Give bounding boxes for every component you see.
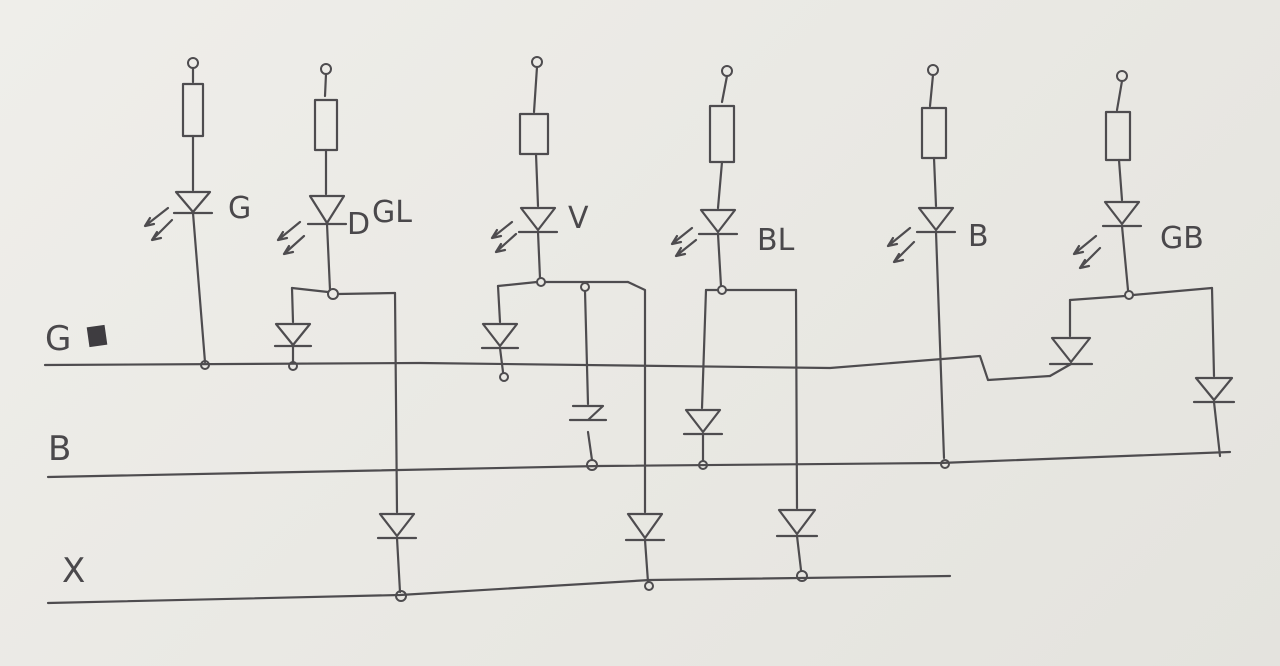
diode-to-b <box>568 404 608 422</box>
led-symbol <box>697 208 739 236</box>
scribble-mark <box>86 324 108 348</box>
supply-terminal <box>1116 70 1128 82</box>
resistor <box>181 82 205 138</box>
diode-to-g <box>273 322 313 348</box>
channel-g <box>143 57 214 370</box>
junction <box>717 285 727 295</box>
resistor <box>1104 110 1132 162</box>
led-label-v: V <box>568 201 589 236</box>
supply-terminal <box>927 64 939 76</box>
rail-x <box>46 574 952 605</box>
led-label-bl: BL <box>757 223 795 258</box>
led-symbol <box>915 206 957 234</box>
junction <box>1124 290 1134 300</box>
diode-to-g <box>480 322 520 350</box>
led-label-g: G <box>228 191 251 226</box>
rail-g <box>43 354 1052 382</box>
rail-b <box>46 450 1232 479</box>
rail-label-g: G <box>45 319 71 359</box>
supply-terminal <box>320 63 332 75</box>
junction <box>536 277 546 287</box>
diode-to-b <box>1192 376 1236 404</box>
junction <box>200 360 210 370</box>
led-label-gl: GL <box>372 195 412 230</box>
diode-to-x <box>624 512 666 542</box>
channel-bl <box>670 65 819 582</box>
led-label-gb: GB <box>1160 221 1204 256</box>
diode-to-b <box>682 408 724 436</box>
led-label-gl-prefix: D <box>347 207 370 242</box>
emission-arrows <box>670 226 698 258</box>
emission-arrows <box>276 220 306 256</box>
junction <box>940 459 950 469</box>
diode-to-g <box>1048 336 1094 366</box>
channel-b <box>886 64 957 469</box>
rail-label-b: B <box>48 429 71 469</box>
resistor <box>708 104 736 164</box>
channel-gl <box>273 63 418 602</box>
channel-v <box>480 56 666 591</box>
resistor <box>518 112 550 156</box>
supply-terminal <box>187 57 199 69</box>
emission-arrows <box>143 206 174 242</box>
emission-arrows <box>490 220 518 254</box>
channel-gb <box>1048 70 1236 458</box>
led-symbol <box>306 194 348 226</box>
emission-arrows <box>886 226 916 264</box>
resistor <box>920 106 948 160</box>
rail-label-x: X <box>62 551 85 591</box>
led-label-b: B <box>968 219 989 254</box>
junction <box>327 288 339 300</box>
emission-arrows <box>1072 234 1102 270</box>
supply-terminal <box>531 56 543 68</box>
supply-terminal <box>721 65 733 77</box>
led-symbol <box>517 206 559 234</box>
diode-to-x <box>376 512 418 540</box>
diode-to-x <box>775 508 819 538</box>
resistor <box>313 98 339 152</box>
led-symbol <box>1101 200 1143 228</box>
led-symbol <box>172 190 214 215</box>
